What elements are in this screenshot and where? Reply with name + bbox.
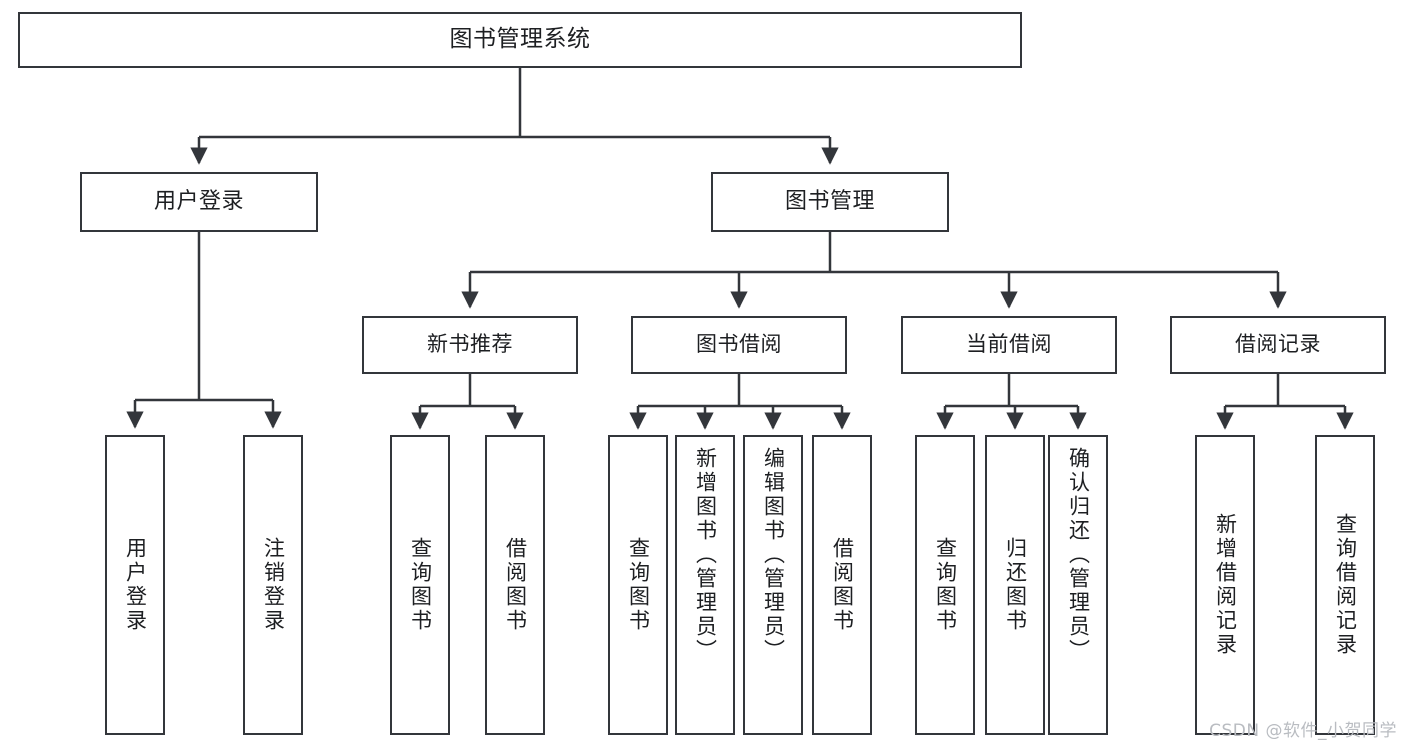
leaf-recommend-query-book[interactable]: 查询图书 — [390, 435, 450, 735]
node-label: 编辑图书（管理员） — [761, 447, 786, 663]
leaf-record-add-record[interactable]: 新增借阅记录 — [1195, 435, 1255, 735]
node-label: 用户登录 — [123, 537, 148, 633]
node-label: 图书借阅 — [696, 332, 782, 357]
node-label: 当前借阅 — [966, 332, 1052, 357]
leaf-user-login-signout[interactable]: 注销登录 — [243, 435, 303, 735]
node-label: 确认归还（管理员） — [1066, 447, 1091, 663]
node-book-borrow[interactable]: 图书借阅 — [631, 316, 847, 374]
node-label: 借阅图书 — [503, 537, 528, 633]
node-label: 新增借阅记录 — [1213, 513, 1238, 657]
watermark: CSDN @软件_小贺同学 — [1209, 721, 1397, 741]
leaf-current-confirm-return-admin[interactable]: 确认归还（管理员） — [1048, 435, 1108, 735]
node-new-book-recommend[interactable]: 新书推荐 — [362, 316, 578, 374]
node-label: 借阅图书 — [830, 537, 855, 633]
node-root-system[interactable]: 图书管理系统 — [18, 12, 1022, 68]
node-book-management[interactable]: 图书管理 — [711, 172, 949, 232]
leaf-borrow-add-book-admin[interactable]: 新增图书（管理员） — [675, 435, 735, 735]
leaf-borrow-edit-book-admin[interactable]: 编辑图书（管理员） — [743, 435, 803, 735]
node-label: 借阅记录 — [1235, 332, 1321, 357]
leaf-current-query-book[interactable]: 查询图书 — [915, 435, 975, 735]
leaf-borrow-query-book[interactable]: 查询图书 — [608, 435, 668, 735]
node-label: 查询借阅记录 — [1333, 513, 1358, 657]
node-label: 新增图书（管理员） — [693, 447, 718, 663]
node-user-login[interactable]: 用户登录 — [80, 172, 318, 232]
node-borrow-record[interactable]: 借阅记录 — [1170, 316, 1386, 374]
leaf-current-return-book[interactable]: 归还图书 — [985, 435, 1045, 735]
node-label: 查询图书 — [626, 537, 651, 633]
node-label: 新书推荐 — [427, 332, 513, 357]
node-label: 用户登录 — [153, 188, 244, 214]
node-label: 注销登录 — [261, 537, 286, 633]
node-current-borrow[interactable]: 当前借阅 — [901, 316, 1117, 374]
leaf-user-login-signin[interactable]: 用户登录 — [105, 435, 165, 735]
leaf-borrow-borrow-book[interactable]: 借阅图书 — [812, 435, 872, 735]
leaf-record-query-record[interactable]: 查询借阅记录 — [1315, 435, 1375, 735]
node-label: 图书管理系统 — [449, 26, 591, 53]
node-label: 归还图书 — [1003, 537, 1028, 633]
node-label: 图书管理 — [784, 188, 875, 214]
node-label: 查询图书 — [408, 537, 433, 633]
node-label: 查询图书 — [933, 537, 958, 633]
leaf-recommend-borrow-book[interactable]: 借阅图书 — [485, 435, 545, 735]
